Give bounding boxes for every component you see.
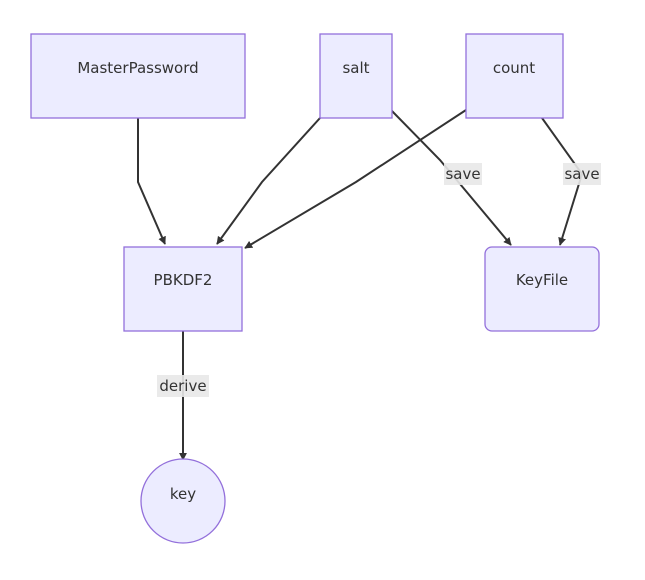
- node-key[interactable]: key: [140, 458, 226, 544]
- node-label: KeyFile: [516, 271, 568, 289]
- edge-salt-to-pbkdf2: [216, 117, 321, 245]
- node-salt[interactable]: salt: [319, 33, 393, 119]
- edge-label-salt-save: save: [444, 163, 482, 185]
- edge-labels: save save derive: [157, 163, 601, 397]
- node-label: count: [493, 59, 535, 77]
- node-keyfile[interactable]: KeyFile: [484, 246, 600, 332]
- node-pbkdf2[interactable]: PBKDF2: [123, 246, 243, 332]
- edge-label-text: save: [445, 165, 480, 183]
- edge-label-text: derive: [159, 377, 206, 395]
- node-masterpassword[interactable]: MasterPassword: [30, 33, 246, 119]
- node-count[interactable]: count: [465, 33, 564, 119]
- node-label: MasterPassword: [77, 59, 198, 77]
- edge-label-text: save: [564, 165, 599, 183]
- edge-count-to-pbkdf2: [244, 109, 467, 249]
- edge-label-count-save: save: [563, 163, 601, 185]
- nodes: MasterPassword salt count PBKDF2 KeyFile…: [30, 33, 600, 544]
- edge-masterpassword-to-pbkdf2: [137, 118, 166, 245]
- node-label: key: [170, 485, 196, 503]
- node-label: PBKDF2: [154, 271, 213, 289]
- node-label: salt: [342, 59, 369, 77]
- edge-salt-to-keyfile: [390, 109, 512, 246]
- edge-label-derive: derive: [157, 375, 209, 397]
